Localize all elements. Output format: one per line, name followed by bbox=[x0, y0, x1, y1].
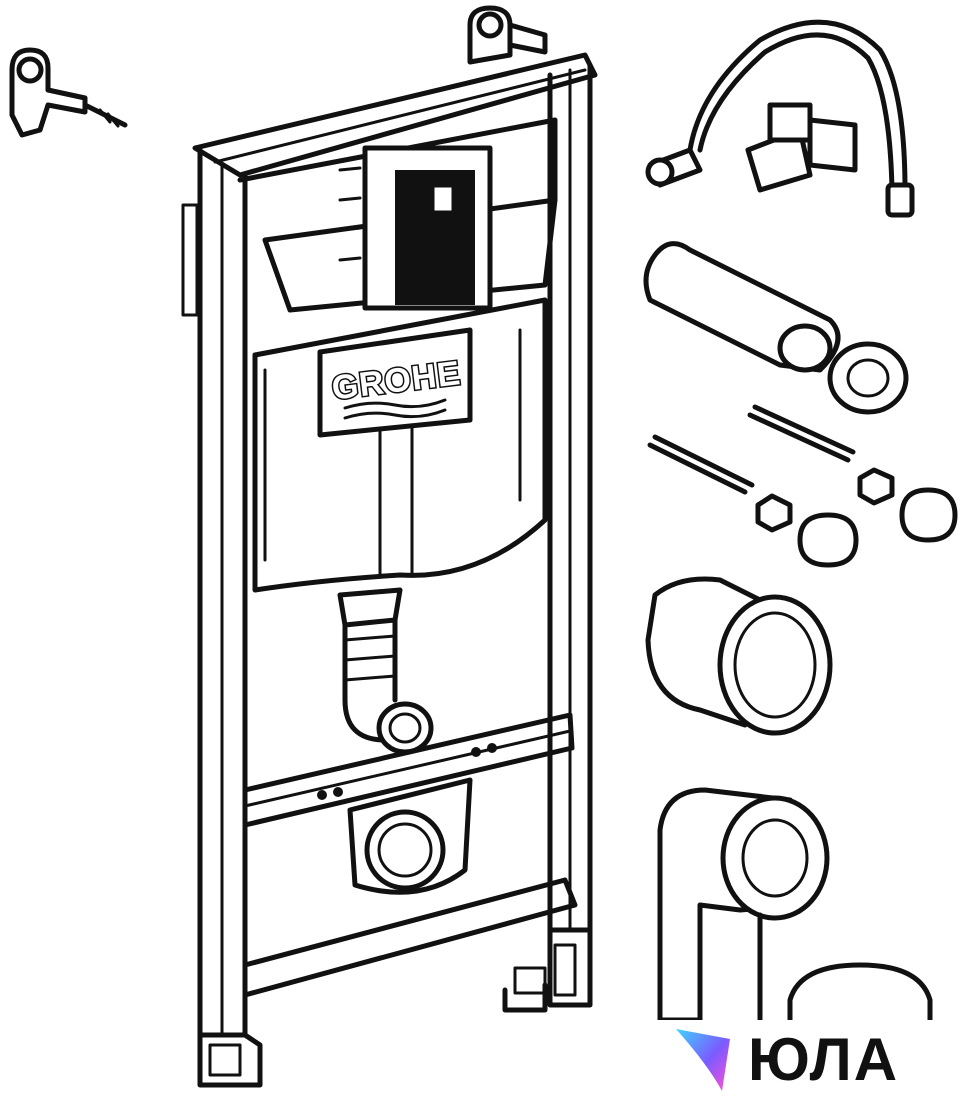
watermark-logo: ЮЛА bbox=[654, 1020, 954, 1100]
supply-hose-part bbox=[645, 19, 915, 218]
wc-connector-sleeve-part bbox=[645, 576, 833, 736]
angle-valve-part bbox=[745, 102, 858, 193]
star-icon bbox=[676, 1029, 730, 1091]
mounting-frame bbox=[181, 5, 598, 1088]
flush-pipe bbox=[337, 587, 434, 755]
bolt-set-part bbox=[647, 404, 958, 568]
cistern: GROHE bbox=[237, 117, 558, 593]
wc-outlet-bracket bbox=[347, 777, 473, 895]
watermark-text: ЮЛА bbox=[748, 1026, 900, 1093]
connector-pipe-part bbox=[643, 241, 909, 415]
pipe-fitting-part bbox=[787, 962, 933, 1033]
wall-anchor-part bbox=[9, 47, 128, 138]
elbow-bend-part bbox=[657, 787, 830, 1023]
